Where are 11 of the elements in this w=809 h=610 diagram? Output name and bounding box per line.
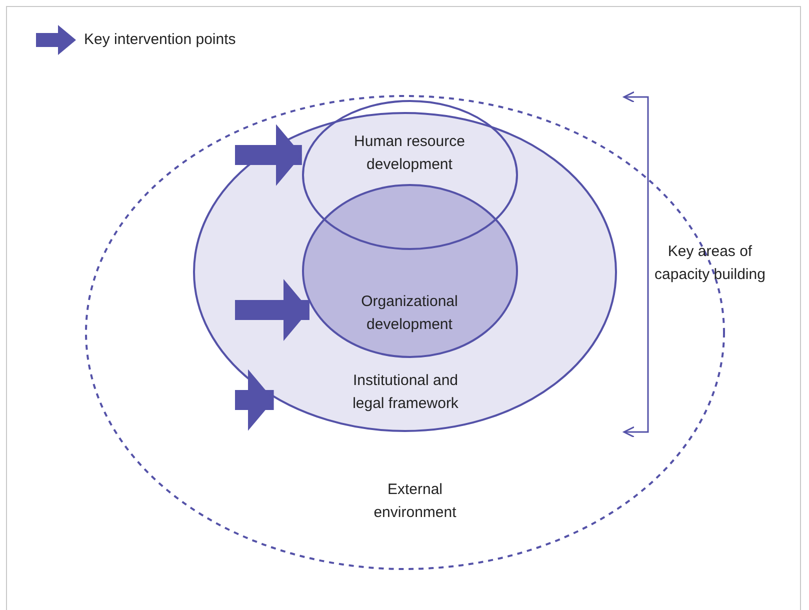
block-arrow (235, 124, 302, 186)
circle (302, 184, 518, 358)
node-label: Organizational development (360, 292, 459, 335)
bracket-label: Key areas of capacity building (654, 242, 766, 285)
legend-label: Key intervention points (84, 30, 236, 50)
circle (302, 100, 518, 250)
node-label: External environment (372, 480, 458, 523)
node-label: Human resource development (353, 132, 466, 175)
block-arrow (235, 369, 274, 431)
block-arrow (235, 279, 310, 341)
node-label: Institutional and legal framework (352, 371, 460, 414)
